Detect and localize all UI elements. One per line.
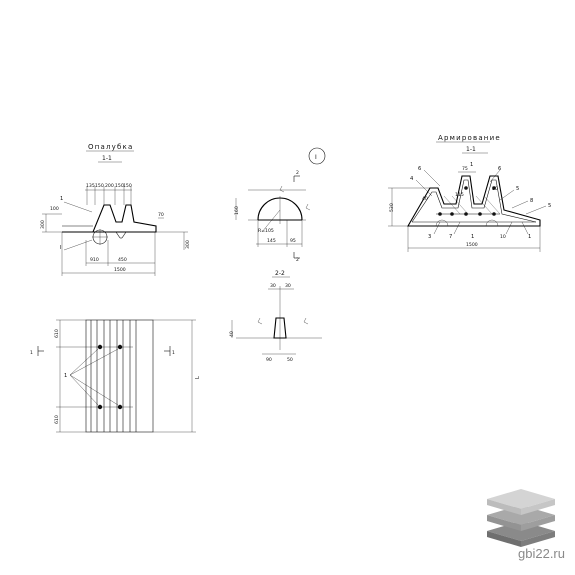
- reinforcement-pos-10: 10: [500, 234, 506, 240]
- plan-dim-right: L: [195, 376, 201, 379]
- reinforcement-pos-5-upper: 5: [516, 186, 519, 192]
- reinforcement-pos-1-top: 1: [470, 162, 473, 168]
- plan-dim-left-top: 610: [54, 329, 60, 338]
- reinforcement-dim-height: 530: [389, 203, 395, 212]
- plan-dim-left-bottom: 610: [54, 415, 60, 424]
- detail-i-section-mark-bottom: 2: [296, 257, 299, 263]
- reinforcement-dim-40: 40: [422, 196, 428, 202]
- reinforcement-dim-115: 115: [455, 192, 464, 198]
- formwork-mark-1: 1: [60, 196, 63, 202]
- formwork-dim-side-1: 300: [40, 220, 46, 229]
- formwork-dim-bottom-total: 1500: [114, 267, 126, 273]
- plan-section-mark-right: 1: [172, 350, 175, 356]
- reinforcement-pos-6-left: 6: [418, 166, 421, 172]
- gbi-logo-icon: [487, 489, 555, 547]
- detail-i-circle-label: I: [315, 154, 317, 161]
- detail-i-dim-height: 160: [234, 206, 240, 215]
- plan-section-mark-left: 1: [30, 350, 33, 356]
- reinforcement-dim-50: 50: [492, 186, 498, 192]
- detail-i-dim-right: 95: [290, 238, 296, 244]
- reinforcement-dim-total: 1500: [466, 242, 478, 248]
- formwork-dim-top-1: 135: [86, 183, 95, 189]
- reinforcement-pos-8: 8: [530, 198, 533, 204]
- formwork-dim-bottom-2: 450: [118, 257, 127, 263]
- section-2-2-view: 2-2 30 30 40 90 50: [229, 270, 322, 363]
- reinforcement-pos-6-right: 6: [498, 166, 501, 172]
- section-2-2-dim-bottom-1: 90: [266, 357, 272, 363]
- plan-view: 1 610 610 L 1 1: [30, 319, 201, 433]
- formwork-dim-top-3: 200: [105, 183, 114, 189]
- section-2-2-title: 2-2: [275, 270, 285, 277]
- reinforcement-pos-4: 4: [410, 176, 414, 182]
- site-label[interactable]: gbi22.ru: [518, 546, 565, 561]
- reinforcement-pos-1-right: 1: [528, 234, 531, 240]
- reinforcement-pos-1-bottom: 1: [471, 234, 474, 240]
- reinforcement-title: Армирование: [438, 134, 501, 142]
- formwork-dim-side-3: 70: [158, 212, 164, 218]
- reinforcement-pos-7: 7: [449, 234, 452, 240]
- formwork-dim-side-2: 100: [50, 206, 59, 212]
- formwork-dim-bottom-1: 910: [90, 257, 99, 263]
- formwork-dim-top-2: 150: [95, 183, 104, 189]
- reinforcement-pos-3: 3: [428, 234, 431, 240]
- detail-i-dim-radius: R=105: [258, 228, 274, 234]
- formwork-view: Опалубка 1-1 135 150 200 150 150 1 I: [40, 143, 191, 276]
- section-2-2-dim-top-1: 30: [270, 283, 276, 289]
- formwork-dim-side-4: 300: [185, 240, 191, 249]
- formwork-mark-i: I: [60, 245, 62, 251]
- formwork-title: Опалубка: [88, 143, 133, 151]
- formwork-dim-top-5: 150: [123, 183, 132, 189]
- section-2-2-dim-bottom-2: 50: [287, 357, 293, 363]
- plan-leader-label: 1: [64, 373, 67, 379]
- section-2-2-dim-top-2: 30: [285, 283, 291, 289]
- reinforcement-section-label: 1-1: [466, 146, 476, 153]
- reinforcement-pos-5-lower: 5: [548, 203, 551, 209]
- detail-i-section-mark-top: 2: [296, 170, 299, 176]
- section-2-2-dim-side: 40: [229, 331, 235, 337]
- detail-i-view: I 2 2 R=105 160 145 95: [234, 147, 326, 263]
- reinforcement-dim-top: 75: [462, 166, 468, 172]
- formwork-section-label: 1-1: [102, 155, 112, 162]
- reinforcement-view: Армирование 1-1 75 530 1500 40: [388, 134, 551, 252]
- detail-i-dim-left: 145: [267, 238, 276, 244]
- formwork-dim-top-4: 150: [115, 183, 124, 189]
